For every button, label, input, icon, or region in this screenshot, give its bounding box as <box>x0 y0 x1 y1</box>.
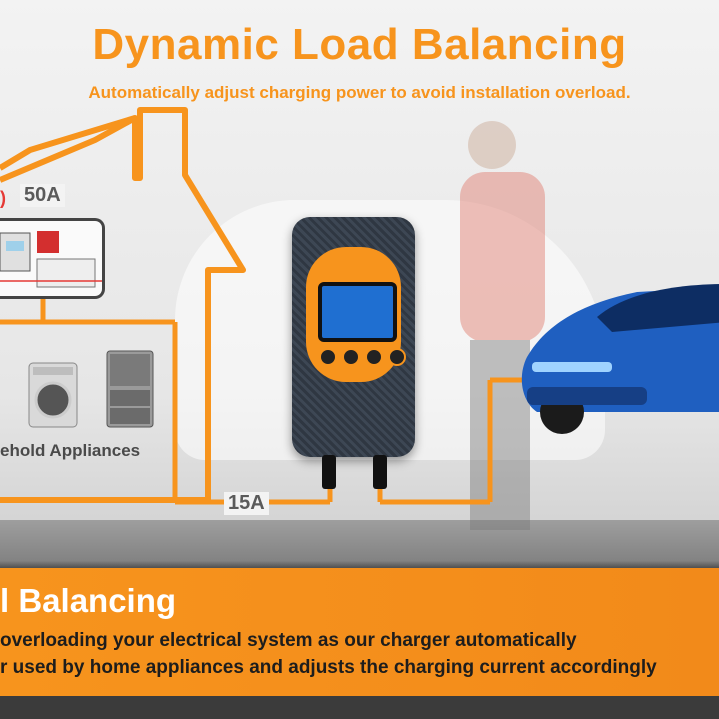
meter-icon <box>0 231 102 288</box>
charger-button-1 <box>319 348 337 366</box>
charger-faceplate <box>306 247 406 382</box>
banner-title: l Balancing <box>0 582 177 619</box>
refrigerator-icon <box>106 350 154 428</box>
charger-display <box>318 282 397 342</box>
washing-machine-icon <box>28 362 78 428</box>
background-person <box>460 121 545 530</box>
appliances-label: ehold Appliances <box>0 441 141 460</box>
page-title: Dynamic Load Balancing <box>92 20 627 69</box>
electric-panel <box>0 218 105 299</box>
charger-button-4 <box>388 348 406 366</box>
charger-cable-right <box>373 455 387 489</box>
footer-strip <box>0 696 719 719</box>
wifi-icon: ) <box>0 188 6 208</box>
charger-button-2 <box>342 348 360 366</box>
main-current-label: 50A <box>20 184 65 207</box>
feature-banner <box>0 568 719 696</box>
banner-text-line-2: r used by home appliances and adjusts th… <box>0 657 657 678</box>
page-subtitle: Automatically adjust charging power to a… <box>88 83 631 102</box>
charger-button-3 <box>365 348 383 366</box>
banner-text-line-1: overloading your electrical system as ou… <box>0 630 577 651</box>
charger-cable-left <box>322 455 336 489</box>
electric-car <box>521 284 719 434</box>
ev-charger <box>292 217 415 457</box>
charger-current-label: 15A <box>224 492 269 515</box>
